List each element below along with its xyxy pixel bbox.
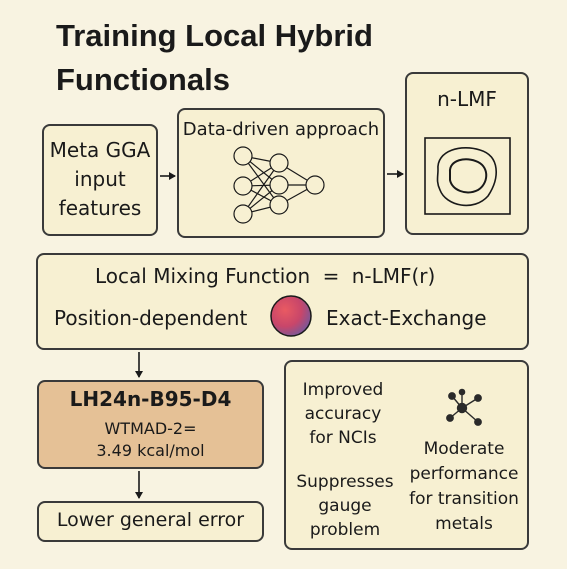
result-box [37,501,264,542]
title-line-1: Training Local Hybrid [56,18,373,53]
gradient-sphere-icon [270,295,312,337]
result-label: Lower general error [56,509,245,531]
mixing-function-label: Local Mixing Function [95,264,311,288]
approach-label: Data-driven approach [182,119,380,140]
contour-map-icon [424,137,511,215]
exact-exchange-label: Exact-Exchange [326,306,487,330]
model-name: LH24n-B95-D4 [69,387,232,411]
position-dependent-label: Position-dependent [54,306,248,330]
model-box [37,380,264,469]
mixing-function-equation: Local Mixing Function = n-LMF(r) [95,265,495,288]
approach-box [177,108,385,238]
input-features-label: Meta GGA input features [49,138,151,220]
benefit-nci-accuracy: Improved accuracy for NCIs [302,380,384,448]
model-metric: WTMAD-2= 3.49 kcal/mol [96,419,205,460]
equals-sign: = [322,264,340,288]
molecule-icon [446,388,482,426]
input-features-box [42,124,158,236]
output-label: n-LMF [437,87,497,111]
benefit-gauge-problem: Suppresses gauge problem [296,472,394,540]
mixing-function-value: n-LMF(r) [351,264,436,288]
diagram-title: Training Local Hybrid Functionals [56,14,373,102]
benefits-box [284,360,529,550]
neural-network-icon [233,146,325,224]
title-line-2: Functionals [56,62,230,97]
benefit-transition-metals: Moderate performance for transition meta… [409,439,519,534]
